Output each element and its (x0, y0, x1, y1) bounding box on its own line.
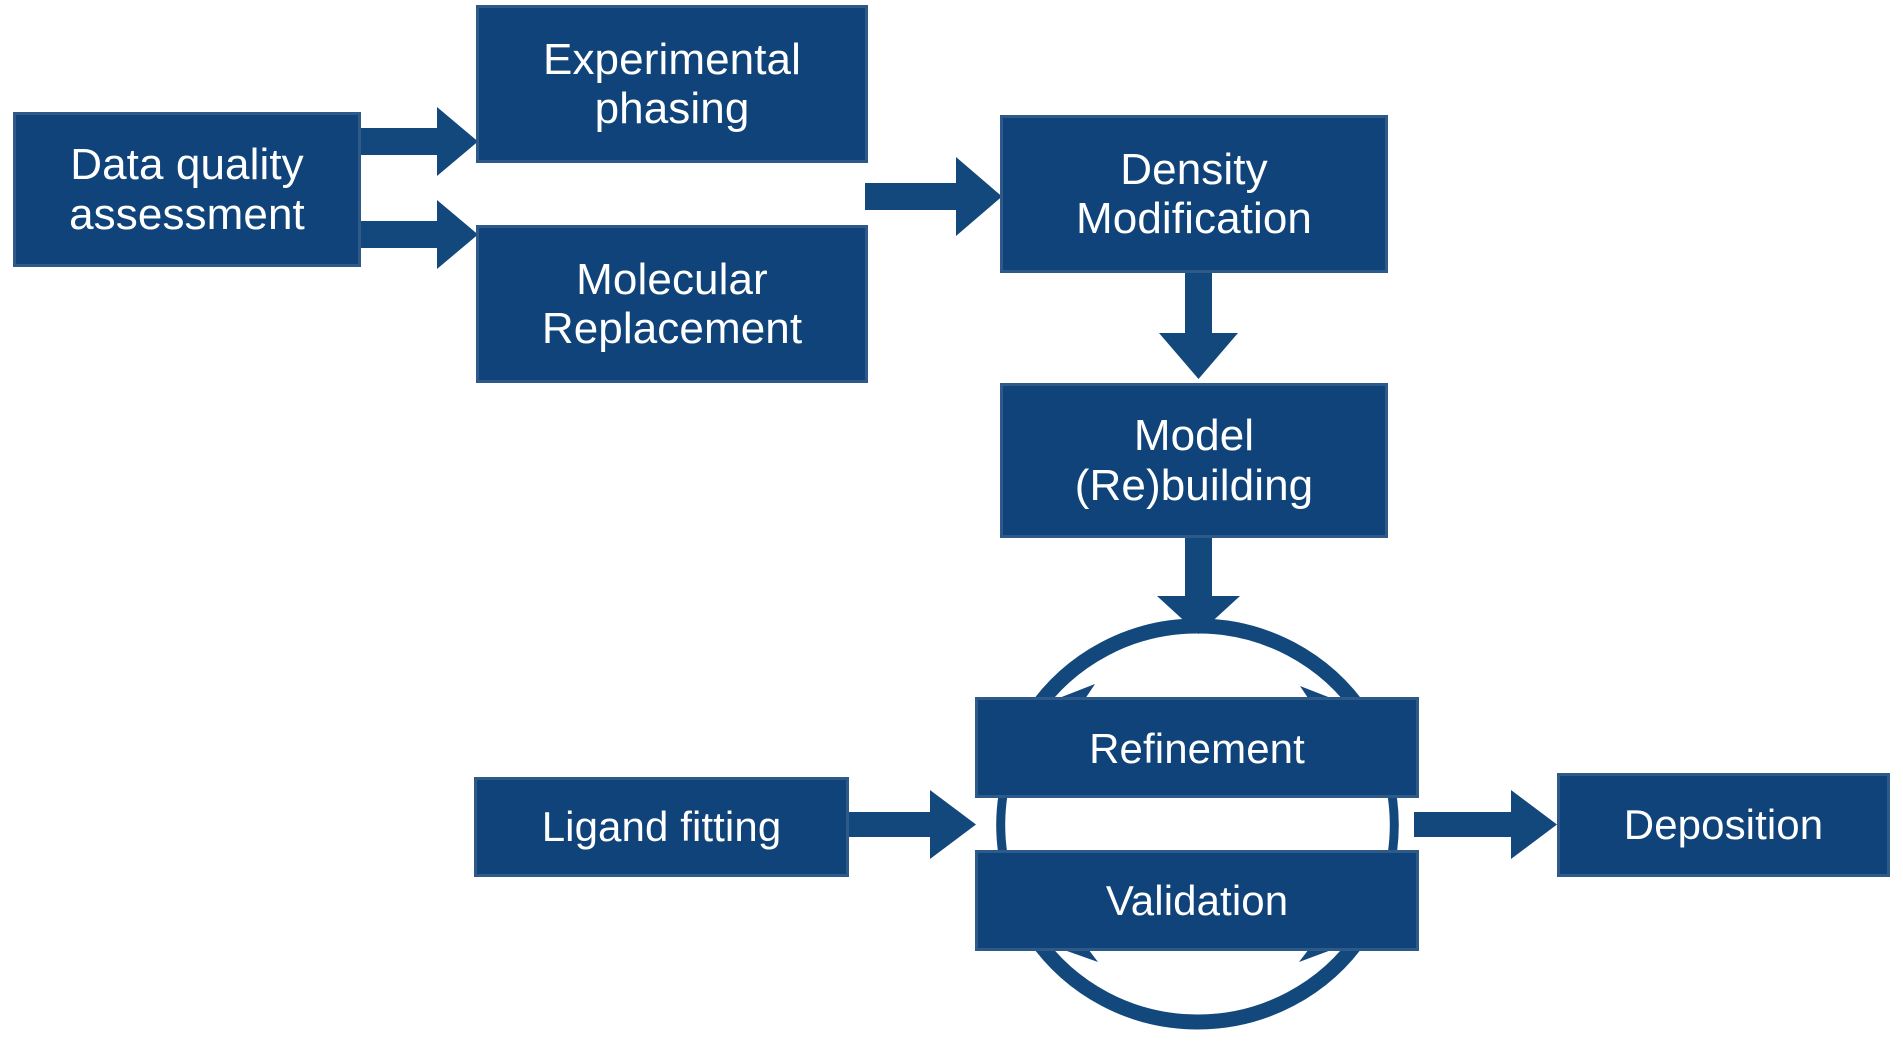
node-ligand-fitting[interactable]: Ligand fitting (474, 777, 849, 877)
node-label: Refinement (1089, 724, 1305, 772)
arrow-density-to-model (1159, 273, 1238, 379)
node-label-line1: Data quality (70, 140, 304, 190)
node-label-line2: (Re)building (1074, 460, 1314, 510)
node-refinement[interactable]: Refinement (975, 697, 1419, 798)
node-label-line2: assessment (69, 189, 305, 239)
node-label: Deposition (1623, 801, 1824, 849)
node-label: Model(Re)building (1003, 411, 1385, 510)
arrow-ligand-to-cycle (849, 790, 976, 859)
node-label-line1: Model (1133, 411, 1255, 461)
node-label-line1: Experimental (543, 34, 801, 84)
arrow-dataquality-to-molecular (361, 200, 478, 269)
node-deposition[interactable]: Deposition (1557, 773, 1890, 877)
arrow-model-to-cycle (1157, 538, 1240, 634)
node-label: Validation (1105, 876, 1289, 924)
arrow-phasing-to-density (865, 157, 1002, 236)
node-model-rebuilding[interactable]: Model(Re)building (1000, 383, 1388, 538)
node-label-line2: phasing (594, 84, 750, 133)
cycle-ring-gap-segments-icon (996, 794, 1399, 856)
node-label-line1: Density (1120, 144, 1268, 194)
node-label: Ligand fitting (541, 803, 782, 851)
arrow-dataquality-to-experimental (361, 107, 478, 176)
node-label-line2: Replacement (541, 304, 803, 353)
node-validation[interactable]: Validation (975, 850, 1419, 951)
node-label-line2: Modification (1076, 194, 1312, 243)
arrow-cycle-to-deposition (1414, 790, 1557, 859)
node-label-line1: Molecular (576, 254, 768, 304)
